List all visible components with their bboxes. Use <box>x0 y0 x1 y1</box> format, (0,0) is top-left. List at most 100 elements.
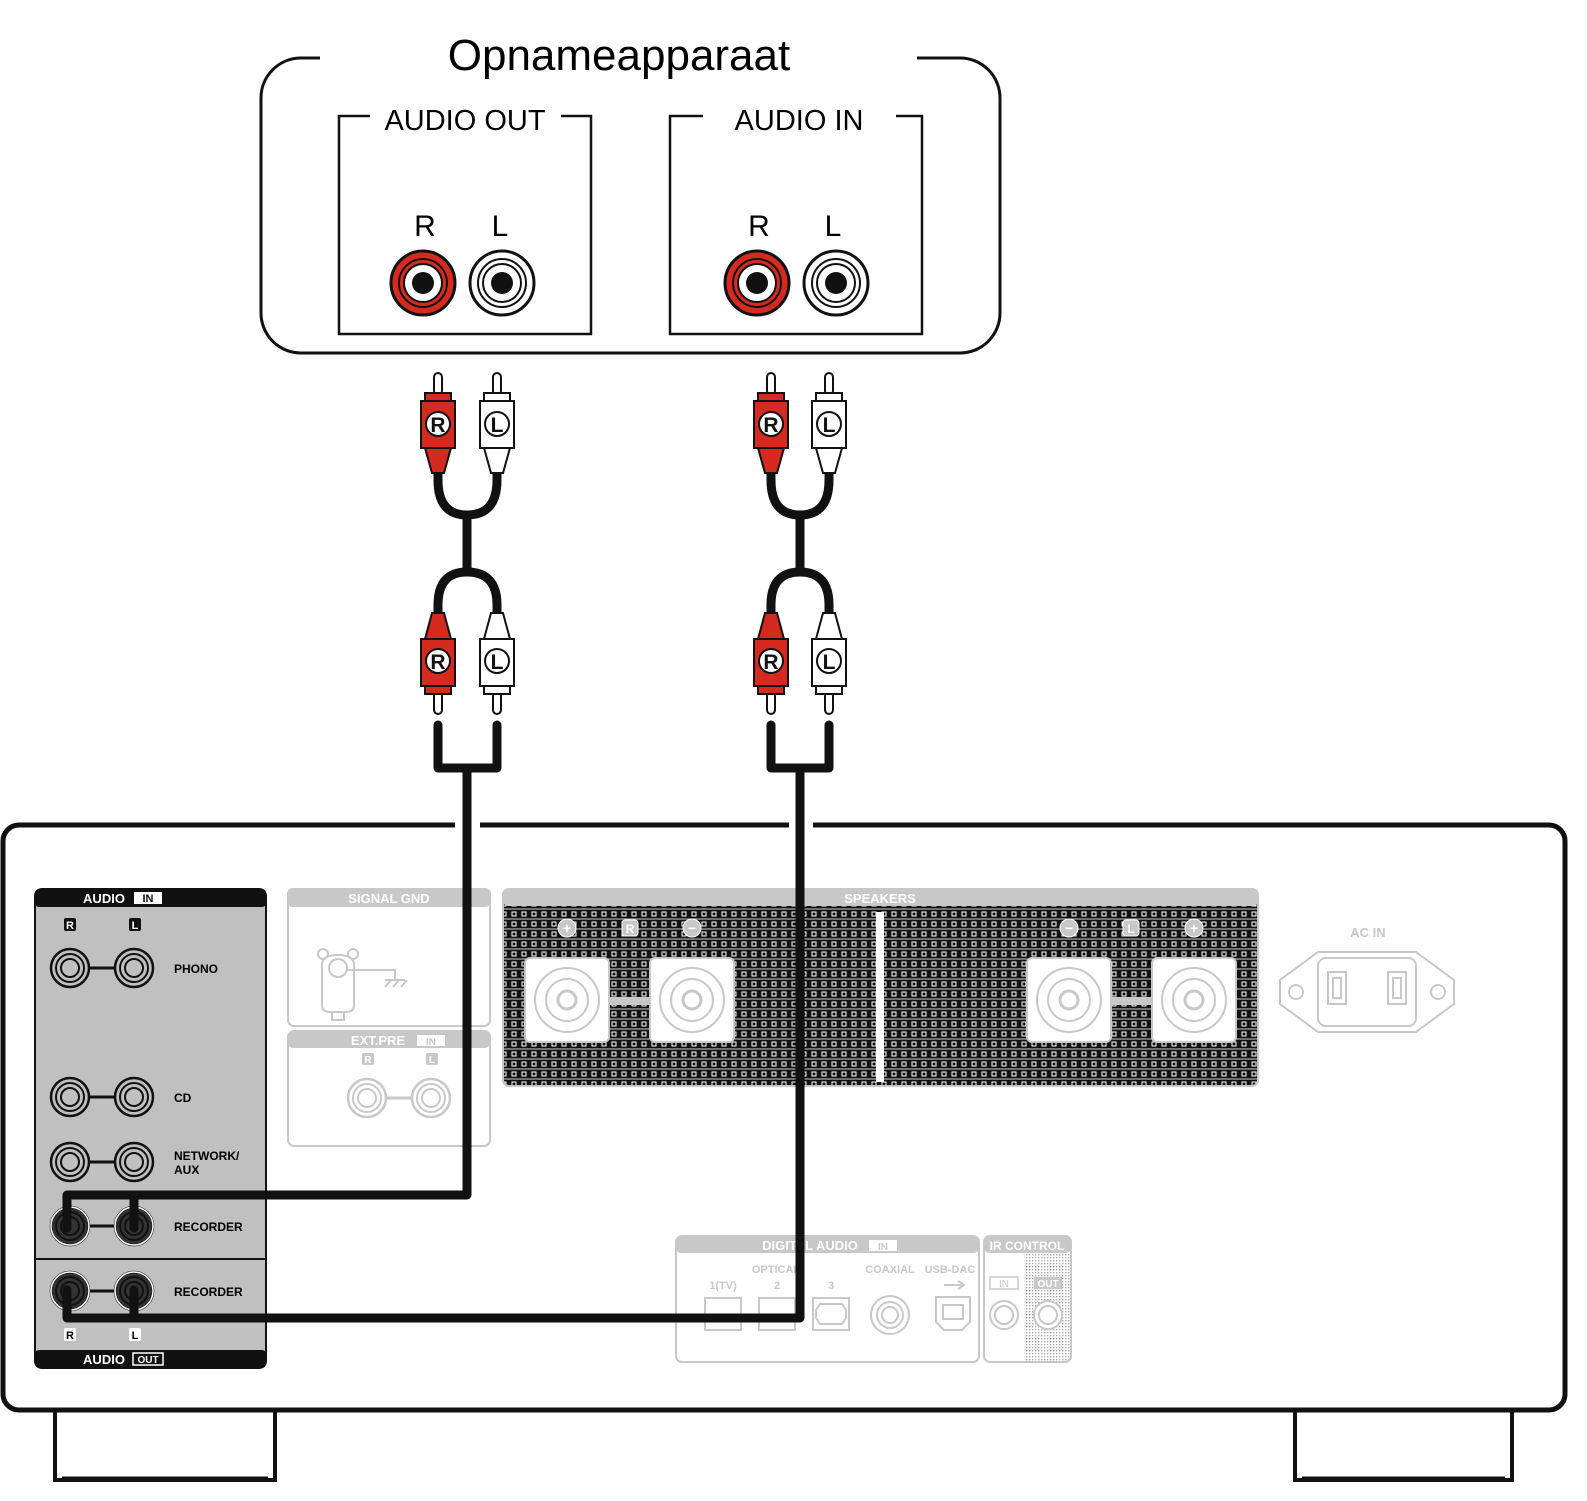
cable-recorder-in-top-split <box>766 465 834 520</box>
audio-in-r-jack <box>723 249 791 317</box>
ext-pre-r-jack <box>346 1077 388 1119</box>
cable-recorder-in-top-plug-r: R <box>753 372 789 474</box>
jack-ring <box>60 1152 80 1172</box>
polarity-label: + <box>1190 920 1198 936</box>
plug-pin <box>766 372 776 396</box>
optical-label: OPTICAL <box>752 1264 801 1276</box>
polarity-badge <box>1184 918 1204 938</box>
polarity-badge <box>682 918 702 938</box>
cd-l-jack <box>113 1076 155 1118</box>
cable-recorder-in-bottom-split <box>766 567 834 620</box>
terminal-ring <box>1058 989 1080 1011</box>
channel-badge <box>1122 919 1140 937</box>
out-r-label: R <box>66 1330 74 1342</box>
optical-2-label: 2 <box>774 1280 780 1292</box>
plug-badge <box>484 411 510 437</box>
ext-pre-tag: IN <box>426 1037 436 1048</box>
cd-r-jack <box>49 1076 91 1118</box>
speaker-terminal-r-plus: + <box>524 918 610 1043</box>
plug-boot <box>756 447 786 474</box>
cable-recorder-out-route <box>62 763 472 1233</box>
speaker-r-label: R <box>626 922 635 936</box>
optical-3-port <box>812 1297 850 1331</box>
cd-label: CD <box>174 1091 192 1105</box>
polarity-label: − <box>1065 920 1073 936</box>
terminal-ring <box>1172 978 1216 1022</box>
ext-pre-panel: EXT.PRE IN R L <box>287 1030 491 1147</box>
speaker-terminal-r-minus: − <box>649 918 735 1043</box>
plug-pin <box>824 691 834 715</box>
terminal-box <box>524 957 610 1043</box>
audio-out-r-label: R <box>414 210 436 243</box>
audio-in-tag: IN <box>143 893 154 905</box>
ext-pre-r: R <box>364 1055 372 1066</box>
ac-in-label: AC IN <box>1350 925 1385 940</box>
speaker-terminal-l-plus: + <box>1151 918 1237 1043</box>
plug-badge <box>816 648 842 674</box>
jack-ring <box>124 958 144 978</box>
recorder-device: Opnameapparaat AUDIO OUT R L AUDIO IN R … <box>259 31 1002 355</box>
cable-recorder-out-bottom-plug-r: R <box>420 612 456 715</box>
terminal-box <box>649 957 735 1043</box>
panel-l-label: L <box>132 920 139 932</box>
cable-recorder-out-bottom-plug-l: L <box>479 612 515 715</box>
plug-badge <box>484 648 510 674</box>
jack-ring <box>55 1082 85 1112</box>
out-l-label: L <box>132 1330 139 1342</box>
ir-out-label: OUT <box>1037 1279 1058 1290</box>
terminal-box <box>1151 957 1237 1043</box>
terminal-link <box>1111 997 1153 1005</box>
cable-recorder-out-top-plug-r: R <box>420 372 456 474</box>
plug-badge <box>425 411 451 437</box>
audio-out-label: AUDIO OUT <box>384 105 545 137</box>
plug-badge <box>816 411 842 437</box>
recorder-audio-in-group: AUDIO IN R L <box>668 105 924 336</box>
ir-control-label: IR CONTROL <box>990 1239 1065 1253</box>
cable-recorder-in-route <box>62 763 805 1323</box>
ir-control-panel: IR CONTROL IN OUT <box>983 1235 1072 1363</box>
cable-recorder-out-top-plug-l: L <box>479 372 515 474</box>
jack-center <box>746 272 768 294</box>
ext-pre-label: EXT.PRE <box>351 1033 406 1048</box>
polarity-label: − <box>688 920 696 936</box>
usb-port <box>935 1296 971 1331</box>
plug-pin <box>766 691 776 715</box>
terminal-ring <box>556 989 578 1011</box>
phono-l-jack <box>113 947 155 989</box>
network-aux-r-jack <box>49 1141 91 1183</box>
cable-recorder-in-top-plug-l: L <box>811 372 847 474</box>
cable-recorder-in-bottom-plug-l: L <box>811 612 847 715</box>
audio-out-l-label: L <box>492 210 509 243</box>
polarity-badge <box>557 918 577 938</box>
plug-l-label: L <box>823 414 836 437</box>
jack-ring <box>60 958 80 978</box>
plug-badge <box>425 648 451 674</box>
panel-r-label: R <box>66 920 74 932</box>
plug-boot <box>482 612 512 640</box>
plug-pin <box>492 372 502 396</box>
jack-ring <box>119 1147 149 1177</box>
terminal-ring <box>1183 989 1205 1011</box>
audio-in-l-jack <box>802 249 870 317</box>
polarity-label: + <box>563 920 571 936</box>
usb-dac-label: USB-DAC <box>925 1264 976 1276</box>
ac-in-socket <box>1279 951 1455 1033</box>
jack-center <box>491 272 513 294</box>
cable-recorder-out-bottom-split <box>433 567 502 620</box>
cable-recorder-in-u-bend <box>766 720 834 773</box>
network-label: NETWORK/ <box>174 1149 240 1163</box>
recorder-in-label: RECORDER <box>174 1220 243 1234</box>
terminal-ring <box>681 989 703 1011</box>
plug-boot <box>482 447 512 474</box>
plug-boot <box>423 612 453 640</box>
ir-in-label: IN <box>999 1279 1009 1290</box>
audio-out-tag: OUT <box>137 1355 158 1366</box>
audio-out-r-jack <box>389 249 457 317</box>
cable-recorder-out-top-split <box>433 465 502 520</box>
speakers-label: SPEAKERS <box>844 891 916 906</box>
ext-pre-l-jack <box>410 1077 452 1119</box>
plug-r-label: R <box>430 414 445 437</box>
digital-audio-tag: IN <box>878 1242 888 1253</box>
jack-ring <box>416 1083 446 1113</box>
audio-out-l-jack <box>468 249 536 317</box>
